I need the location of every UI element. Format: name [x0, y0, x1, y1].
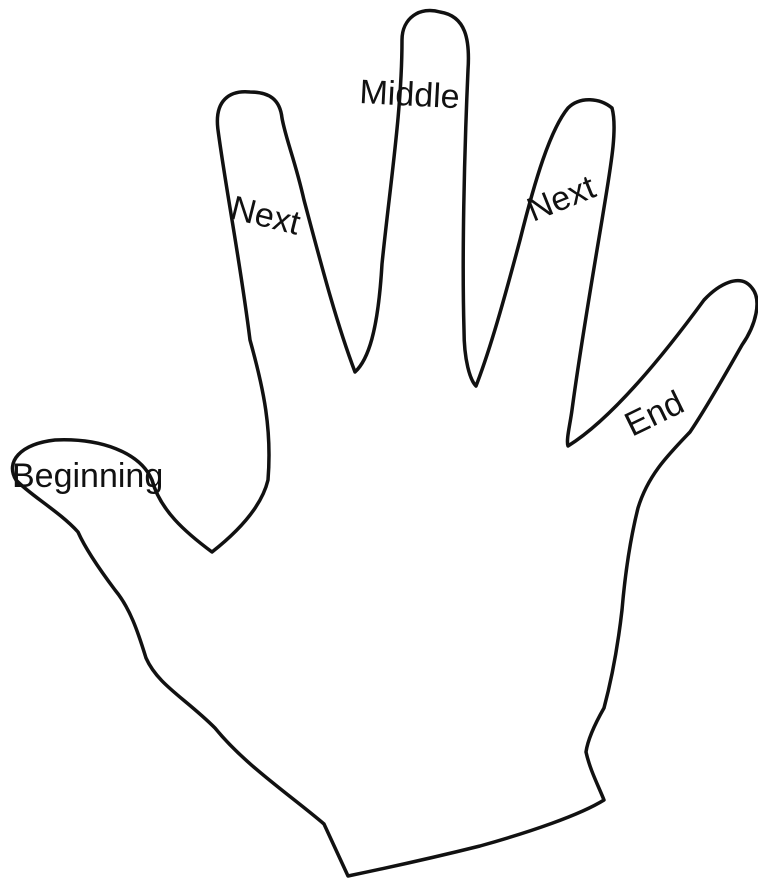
middle-finger-label: Middle: [359, 73, 461, 116]
thumb-label: Beginning: [12, 457, 163, 495]
hand-outline: [12, 10, 757, 876]
